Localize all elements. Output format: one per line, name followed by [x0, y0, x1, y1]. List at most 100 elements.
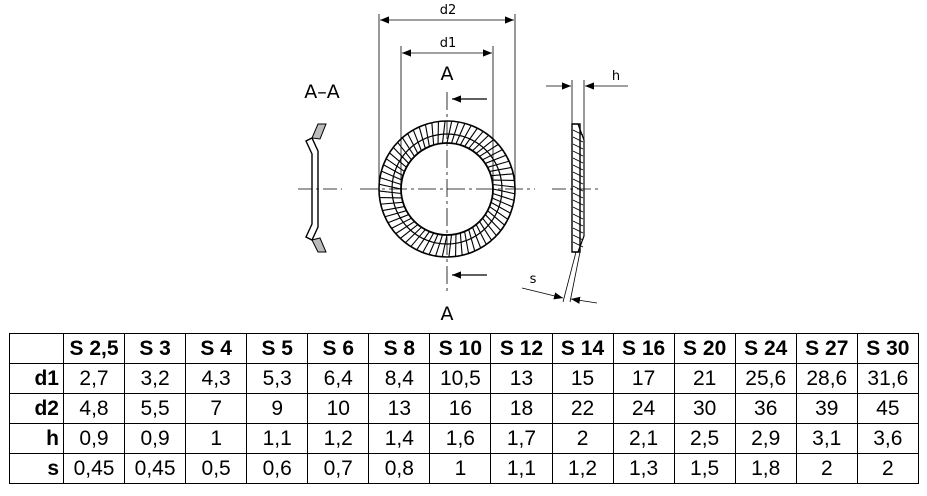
size-header-cell: S 3	[124, 333, 187, 364]
value-cell: 24	[612, 393, 675, 424]
value-cell: 0,45	[62, 453, 126, 484]
serration-tooth	[381, 170, 403, 181]
value-cell: 0,7	[307, 453, 370, 484]
serration-tooth	[418, 126, 426, 149]
serration-tooth	[383, 164, 404, 177]
value-cell: 1,1	[246, 423, 309, 454]
serration-tooth	[379, 177, 402, 186]
value-cell: 1,2	[551, 453, 614, 484]
serration-tooth	[384, 210, 407, 218]
side-view: h s	[521, 69, 628, 304]
size-header-cell: S 27	[795, 333, 858, 364]
serration-tooth	[389, 152, 407, 168]
value-cell: 2	[551, 423, 614, 454]
value-cell: 10	[307, 393, 370, 424]
side-serration-tooth	[572, 143, 584, 150]
serration-tooth	[489, 206, 509, 220]
value-cell: 21	[673, 363, 736, 394]
serration-tooth	[485, 154, 507, 164]
serration-tooth	[412, 129, 422, 151]
serration-tooth	[468, 131, 484, 149]
serration-tooth	[487, 210, 505, 226]
size-header-cell: S 24	[734, 333, 797, 364]
size-header-cell: S 4	[185, 333, 248, 364]
value-cell: 2	[856, 453, 919, 484]
serration-tooth	[428, 233, 439, 255]
serration-tooth	[484, 214, 502, 232]
serration-tooth	[492, 183, 516, 188]
serration-tooth	[382, 206, 405, 212]
serration-tooth	[422, 232, 435, 253]
value-cell: 25,6	[734, 363, 797, 394]
size-header-cell: S 12	[490, 333, 553, 364]
value-cell: 16	[429, 393, 492, 424]
value-cell: 15	[551, 363, 614, 394]
value-cell: 30	[673, 393, 736, 424]
value-cell: 2	[795, 453, 858, 484]
side-serration-tooth	[572, 185, 584, 192]
side-serration-tooth	[572, 157, 584, 164]
value-cell: 6,4	[307, 363, 370, 394]
serration-tooth	[391, 217, 412, 229]
value-cell: 2,7	[62, 363, 126, 394]
value-cell: 3,1	[795, 423, 858, 454]
value-cell: 7	[185, 393, 248, 424]
serration-tooth	[490, 201, 511, 214]
size-header-cell: S 20	[673, 333, 736, 364]
side-serration-tooth	[572, 234, 584, 241]
side-serration-tooth	[572, 213, 584, 220]
side-serration-tooth	[572, 199, 584, 206]
value-cell: 1,7	[490, 423, 553, 454]
size-header-cell: S 5	[246, 333, 309, 364]
dim-label-d1: d1	[440, 36, 457, 51]
serration-tooth	[464, 231, 470, 254]
cut-label-bottom: A	[441, 303, 454, 325]
row-label-cell: d1	[9, 363, 64, 394]
value-cell: 0,9	[62, 423, 126, 454]
serration-tooth	[459, 125, 472, 146]
serration-tooth	[387, 214, 409, 224]
side-serration-tooth	[572, 227, 584, 234]
size-header-cell: S 14	[551, 333, 614, 364]
size-header-cell: S 2,5	[62, 333, 126, 364]
serration-tooth	[459, 232, 463, 256]
value-cell: 1,4	[368, 423, 431, 454]
front-view: A A	[360, 63, 535, 325]
serration-tooth	[450, 121, 459, 144]
size-header-cell: S 30	[856, 333, 919, 364]
side-serration-tooth	[572, 136, 584, 143]
serration-tooth	[410, 229, 426, 247]
serration-tooth	[487, 160, 510, 168]
serration-tooth	[397, 141, 412, 161]
value-cell: 18	[490, 393, 553, 424]
serration-tooth	[472, 227, 482, 249]
serration-tooth	[401, 137, 415, 157]
size-header-cell: S 10	[429, 333, 492, 364]
dimension-d1: d1	[400, 36, 494, 189]
serration-tooth	[404, 226, 422, 244]
dim-label-h: h	[612, 69, 620, 84]
serration-tooth	[446, 121, 453, 144]
value-cell: 4,3	[185, 363, 248, 394]
serration-tooth	[492, 192, 515, 201]
value-cell: 17	[612, 363, 675, 394]
size-header-cell: S 16	[612, 333, 675, 364]
value-cell: 0,45	[124, 453, 187, 484]
value-cell: 2,1	[612, 423, 675, 454]
side-serration-tooth	[572, 150, 584, 157]
value-cell: 0,9	[124, 423, 187, 454]
serration-tooth	[472, 134, 490, 152]
serration-tooth	[468, 229, 476, 252]
size-header-cell: S 6	[307, 333, 370, 364]
side-serration-tooth	[572, 192, 584, 199]
serration-tooth	[416, 231, 430, 251]
value-cell: 13	[490, 363, 553, 394]
value-cell: 39	[795, 393, 858, 424]
serration-tooth	[492, 188, 515, 195]
value-cell: 5,5	[124, 393, 187, 424]
value-cell: 22	[551, 393, 614, 424]
